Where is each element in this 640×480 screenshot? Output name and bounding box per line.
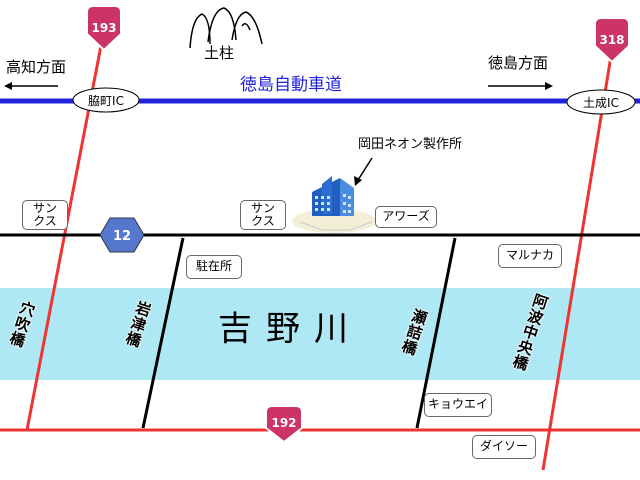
iwazu-bridge-line [141, 237, 185, 429]
police-box: 駐在所 [186, 255, 242, 279]
sunkus-store-center: サン クス [240, 200, 286, 230]
route-318-number: 318 [599, 33, 624, 47]
route-193-shield: 193 [86, 5, 122, 52]
route-192-shield: 192 [265, 405, 303, 444]
road-318 [541, 49, 614, 471]
donari-ic-marker [566, 89, 636, 115]
expressway-name: 徳島自動車道 [240, 75, 342, 95]
daiso-store: ダイソー [472, 435, 536, 459]
route-192-number: 192 [271, 416, 296, 430]
company-label: 岡田ネオン製作所 [358, 137, 463, 152]
route-318-shield: 318 [594, 17, 630, 64]
company-pointer-arrow [354, 157, 373, 186]
river-name: 吉野川 [218, 309, 362, 349]
route-12-shield: 12 [99, 217, 145, 253]
awazu-store: アワーズ [375, 206, 437, 228]
dobashira-label: 土柱 [204, 44, 235, 62]
marunaka-store: マルナカ [498, 244, 562, 268]
wakimachi-ic-label: 脇町IC [88, 94, 124, 108]
kyoei-store: キョウエイ [424, 393, 492, 417]
wakimachi-ic-marker [72, 87, 140, 113]
yoshino-river [0, 288, 640, 380]
sunkus-store-left: サン クス [22, 200, 68, 230]
arrow-right-icon [488, 82, 553, 90]
tokushima-direction-label: 徳島方面 [488, 54, 549, 72]
route-193-number: 193 [91, 21, 116, 35]
kochi-direction-label: 高知方面 [6, 58, 67, 76]
donari-ic-label: 土成IC [583, 96, 619, 110]
segashi-bridge-line [415, 237, 457, 429]
company-building-icon [292, 176, 376, 233]
arrow-left-icon [4, 82, 58, 90]
dobashira-pillars-icon [189, 7, 263, 49]
route-12-number: 12 [113, 229, 131, 244]
